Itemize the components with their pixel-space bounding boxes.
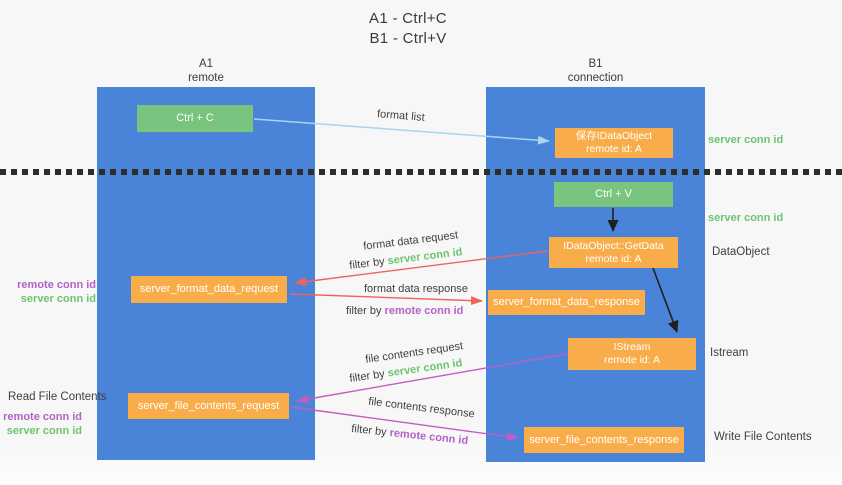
node-istream: IStream remote id: A: [568, 338, 696, 370]
node-server-format-data-request: server_format_data_request: [131, 276, 287, 303]
filter-by-text-3: filter by: [348, 368, 386, 385]
filter-remote-conn-id-1: remote conn id: [384, 305, 464, 317]
column-b1-subtitle: connection: [567, 71, 624, 84]
annotation-read-file-contents: Read File Contents: [8, 391, 107, 403]
annotation-remote-conn-id-1: remote conn id: [17, 279, 96, 291]
node-istream-line1: IStream: [613, 341, 651, 353]
annotation-server-conn-id-1: server conn id: [20, 292, 96, 305]
node-file-response-label: server_file_contents_response: [529, 433, 679, 446]
annotation-server-conn-id-mid: server conn id: [708, 212, 784, 224]
node-ctrl-c-label: Ctrl + C: [176, 112, 214, 124]
annotation-dataobject: DataObject: [712, 246, 770, 258]
annotation-conn-ids-file: remote conn id server conn id: [0, 411, 82, 438]
filter-remote-conn-id-2: remote conn id: [389, 426, 469, 448]
node-server-file-contents-response: server_file_contents_response: [524, 427, 684, 453]
node-istream-line2: remote id: A: [603, 354, 661, 366]
title-line-2: B1 - Ctrl+V: [369, 30, 447, 47]
node-save-idataobject: 保存IDataObject remote id: A: [555, 128, 673, 158]
annotation-server-conn-id-2: server conn id: [6, 424, 82, 437]
node-server-file-contents-request: server_file_contents_request: [128, 393, 289, 419]
column-header-b1: B1 connection: [486, 58, 705, 85]
copy-paste-divider-line: [0, 169, 842, 175]
node-getdata-line2: remote id: A: [585, 252, 642, 265]
flow-label-format-list: format list: [376, 108, 426, 124]
node-server-format-data-response: server_format_data_response: [488, 290, 645, 315]
diagram-title: A1 - Ctrl+C B1 - Ctrl+V: [0, 9, 816, 49]
column-b1-name: B1: [588, 58, 603, 70]
flow-label-format-data-response: format data response: [364, 283, 468, 295]
node-ctrl-c: Ctrl + C: [137, 105, 253, 132]
filter-by-text-2: filter by: [346, 305, 382, 317]
filter-by-text-1: filter by: [348, 255, 386, 272]
filter-by-text-4: filter by: [350, 422, 388, 439]
node-file-request-label: server_file_contents_request: [137, 399, 280, 412]
column-header-a1: A1 remote: [97, 58, 315, 85]
node-ctrl-v: Ctrl + V: [554, 182, 673, 207]
node-save-idataobject-line1: 保存IDataObject: [575, 130, 653, 142]
node-format-request-label: server_format_data_request: [139, 283, 279, 295]
node-idataobject-getdata: IDataObject::GetData remote id: A: [549, 237, 678, 268]
column-a1-name: A1: [198, 58, 214, 70]
node-getdata-line1: IDataObject::GetData: [563, 239, 664, 252]
annotation-write-file-contents: Write File Contents: [714, 431, 812, 443]
title-line-1: A1 - Ctrl+C: [369, 10, 447, 27]
node-save-idataobject-line2: remote id: A: [585, 143, 643, 155]
node-ctrl-v-label: Ctrl + V: [595, 188, 632, 200]
annotation-conn-ids-format: remote conn id server conn id: [0, 279, 96, 306]
filter-server-conn-id-1: server conn id: [386, 246, 464, 268]
column-a1-subtitle: remote: [188, 71, 224, 84]
annotation-server-conn-id-top: server conn id: [708, 134, 784, 146]
arrow-format-data-response: [289, 293, 483, 306]
flow-label-file-contents-response: file contents response: [367, 395, 476, 421]
annotation-istream: Istream: [710, 347, 749, 359]
annotation-remote-conn-id-2: remote conn id: [3, 411, 82, 423]
node-format-response-label: server_format_data_response: [493, 296, 640, 308]
